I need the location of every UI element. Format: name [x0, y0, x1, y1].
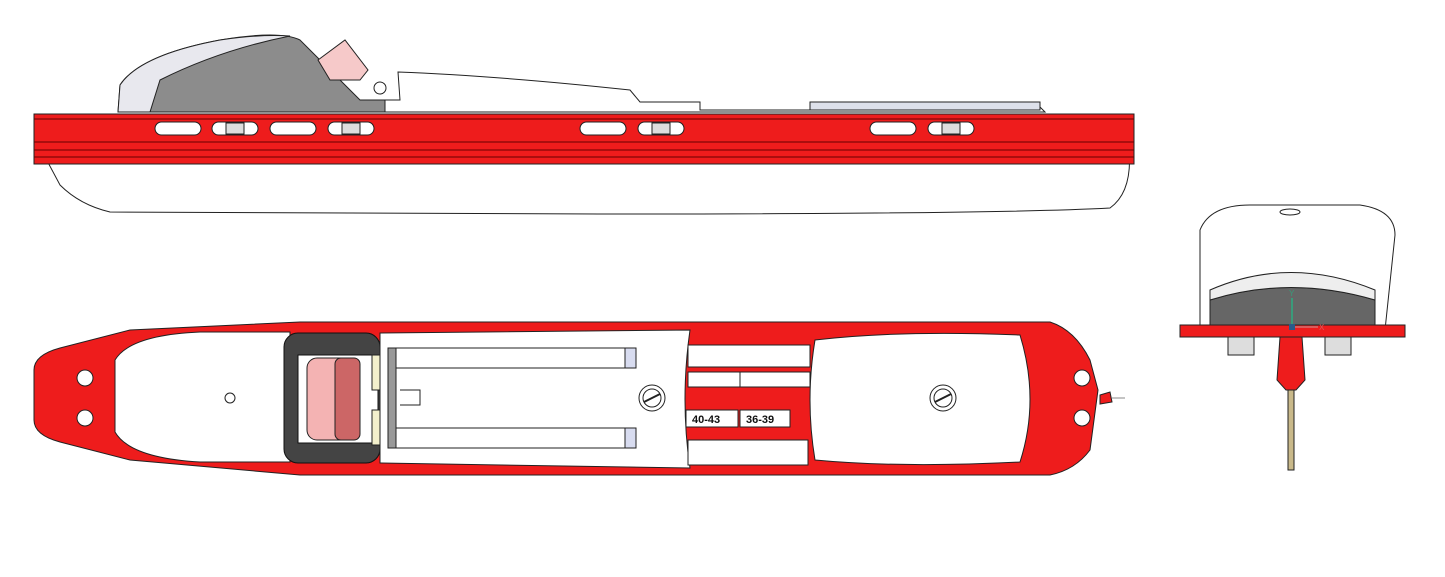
top-heel-area — [114, 331, 291, 463]
size-label-40-43: 40-43 — [692, 414, 720, 426]
binding-heel-highlight — [117, 35, 291, 113]
axis-y-label: Y — [1289, 289, 1295, 298]
binding-rear-plate — [809, 101, 1041, 111]
side-view — [33, 34, 1135, 215]
side-slots — [154, 121, 975, 136]
side-nuts — [225, 122, 961, 135]
front-nuts — [1227, 336, 1352, 356]
toe-pad — [809, 332, 1031, 466]
size-box-2 — [739, 409, 791, 428]
screw-icon — [929, 384, 957, 412]
heel-hole — [224, 392, 236, 404]
binding-lever-pivot — [373, 81, 387, 95]
front-pin — [1287, 389, 1295, 471]
top-view: 40-43 36-39 — [33, 321, 1125, 476]
size-label-36-39: 36-39 — [746, 414, 774, 426]
axis-x-label: X — [1319, 323, 1325, 332]
plate-rail-bottom — [395, 427, 637, 449]
plate-rail-top — [395, 347, 637, 369]
front-view: Y X — [1179, 204, 1406, 471]
axis-triad: Y X — [1289, 289, 1325, 332]
size-box-1 — [685, 409, 739, 428]
binding-lever — [317, 39, 369, 81]
mount-holes — [76, 369, 1091, 427]
screw-icon — [638, 384, 666, 412]
